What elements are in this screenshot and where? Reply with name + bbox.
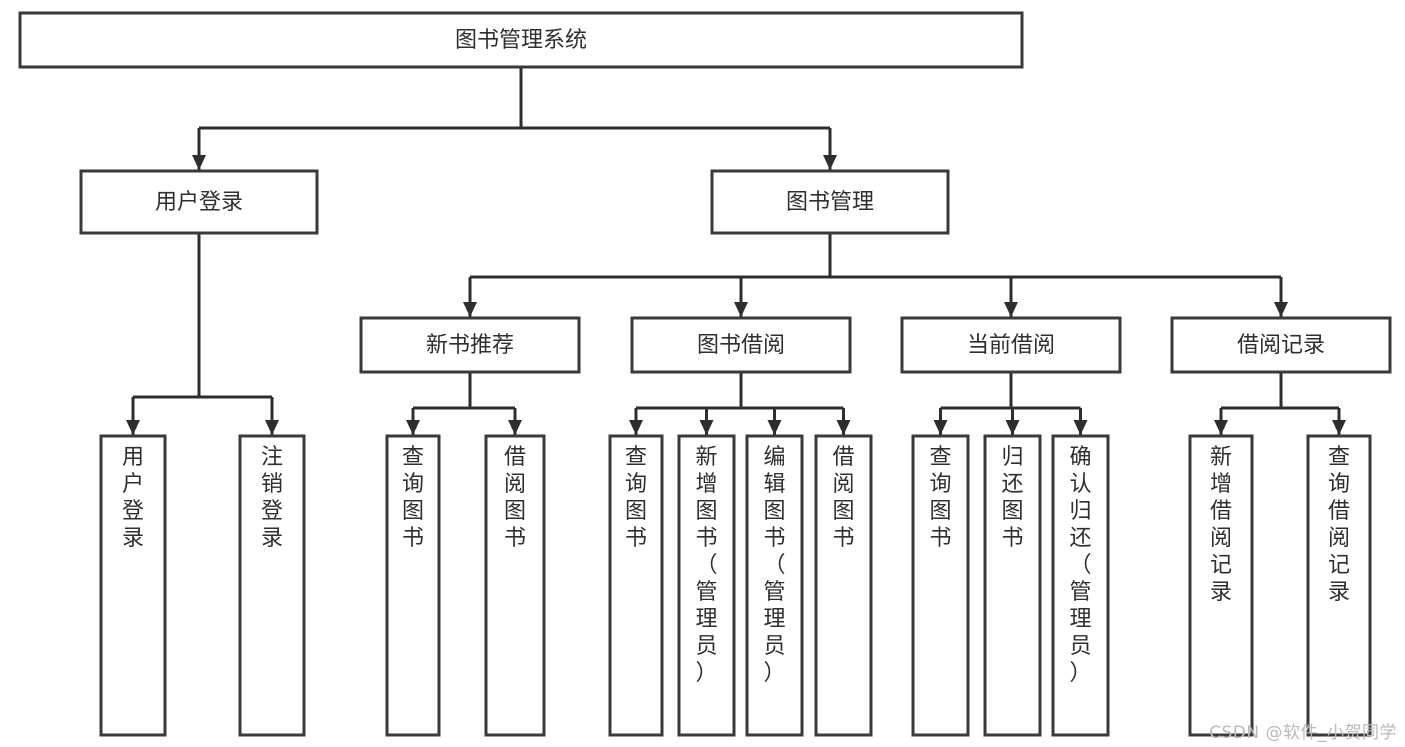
arrow-head-icon [265, 420, 279, 435]
node-box [745, 434, 804, 737]
node-book-manage[interactable]: 图书管理 [710, 169, 950, 235]
node-box [983, 434, 1042, 737]
node-label: 注销登录 [261, 445, 283, 551]
node-box [1051, 434, 1110, 737]
arrow-head-icon [933, 420, 948, 435]
node-label: 当前借阅 [967, 333, 1055, 358]
node-label: 借阅图书 [504, 445, 526, 551]
node-box [1306, 434, 1372, 737]
node-root[interactable]: 图书管理系统 [18, 11, 1024, 69]
node-box [677, 434, 736, 737]
node-label: 图书管理 [786, 190, 874, 215]
arrow-head-icon [126, 420, 140, 435]
node-box [1170, 316, 1392, 374]
node-box [1188, 434, 1254, 737]
node-leaf-borrow-book-2[interactable]: 借阅图书 [814, 434, 873, 737]
node-layer: 图书管理系统用户登录图书管理新书推荐图书借阅当前借阅借阅记录用户登录注销登录查询… [18, 11, 1392, 737]
arrow-head-icon [406, 420, 420, 435]
node-leaf-user-logout[interactable]: 注销登录 [238, 434, 306, 737]
arrow-head-icon [629, 420, 643, 435]
node-label: 借阅图书 [832, 445, 854, 551]
node-box [18, 11, 1024, 69]
node-leaf-add-record[interactable]: 新增借阅记录 [1188, 434, 1254, 737]
node-label: 用户登录 [122, 445, 144, 551]
node-label: 新增图书（管理员） [695, 445, 717, 686]
connector-layer [126, 67, 1346, 435]
node-box [385, 434, 441, 737]
node-leaf-query-book-2[interactable]: 查询图书 [608, 434, 664, 737]
arrow-head-icon [823, 155, 837, 170]
node-box [630, 316, 852, 374]
arrow-head-icon [767, 420, 782, 435]
node-box [608, 434, 664, 737]
node-box [814, 434, 873, 737]
node-book-borrow[interactable]: 图书借阅 [630, 316, 852, 374]
node-label: 确认归还（管理员） [1069, 445, 1091, 686]
node-leaf-add-book[interactable]: 新增图书（管理员） [677, 434, 736, 737]
node-leaf-borrow-book-1[interactable]: 借阅图书 [484, 434, 546, 737]
node-box [710, 169, 950, 235]
arrow-head-icon [1005, 420, 1020, 435]
node-leaf-query-record[interactable]: 查询借阅记录 [1306, 434, 1372, 737]
arrow-head-icon [1214, 420, 1228, 435]
node-box [911, 434, 970, 737]
arrow-head-icon [836, 420, 851, 435]
arrow-head-icon [1332, 420, 1346, 435]
arrow-head-icon [463, 302, 477, 317]
arrow-head-icon [1004, 302, 1018, 317]
node-leaf-query-book-1[interactable]: 查询图书 [385, 434, 441, 737]
node-label: 新书推荐 [426, 333, 514, 358]
node-label: 查询图书 [402, 445, 424, 551]
node-label: 查询图书 [929, 445, 951, 551]
node-box [900, 316, 1122, 374]
node-box [79, 169, 319, 235]
node-borrow-record[interactable]: 借阅记录 [1170, 316, 1392, 374]
node-label: 编辑图书（管理员） [763, 445, 785, 686]
node-label: 新增借阅记录 [1210, 445, 1232, 605]
node-label: 借阅记录 [1237, 333, 1325, 358]
node-label: 归还图书 [1001, 445, 1023, 551]
node-leaf-edit-book[interactable]: 编辑图书（管理员） [745, 434, 804, 737]
node-box [99, 434, 167, 737]
node-new-book-recommend[interactable]: 新书推荐 [359, 316, 581, 374]
node-label: 图书借阅 [697, 333, 785, 358]
node-leaf-user-login[interactable]: 用户登录 [99, 434, 167, 737]
node-leaf-return-book[interactable]: 归还图书 [983, 434, 1042, 737]
node-label: 查询借阅记录 [1328, 445, 1350, 605]
arrow-head-icon [192, 155, 206, 170]
node-box [238, 434, 306, 737]
arrow-head-icon [699, 420, 714, 435]
node-user-login[interactable]: 用户登录 [79, 169, 319, 235]
arrow-head-icon [1073, 420, 1088, 435]
arrow-head-icon [1274, 302, 1288, 317]
node-label: 用户登录 [155, 190, 243, 215]
node-label: 查询图书 [625, 445, 647, 551]
node-label: 图书管理系统 [455, 28, 587, 53]
node-leaf-query-book-3[interactable]: 查询图书 [911, 434, 970, 737]
arrow-head-icon [508, 420, 522, 435]
node-current-borrow[interactable]: 当前借阅 [900, 316, 1122, 374]
arrow-head-icon [734, 302, 748, 317]
node-box [484, 434, 546, 737]
node-box [359, 316, 581, 374]
node-leaf-confirm-return[interactable]: 确认归还（管理员） [1051, 434, 1110, 737]
